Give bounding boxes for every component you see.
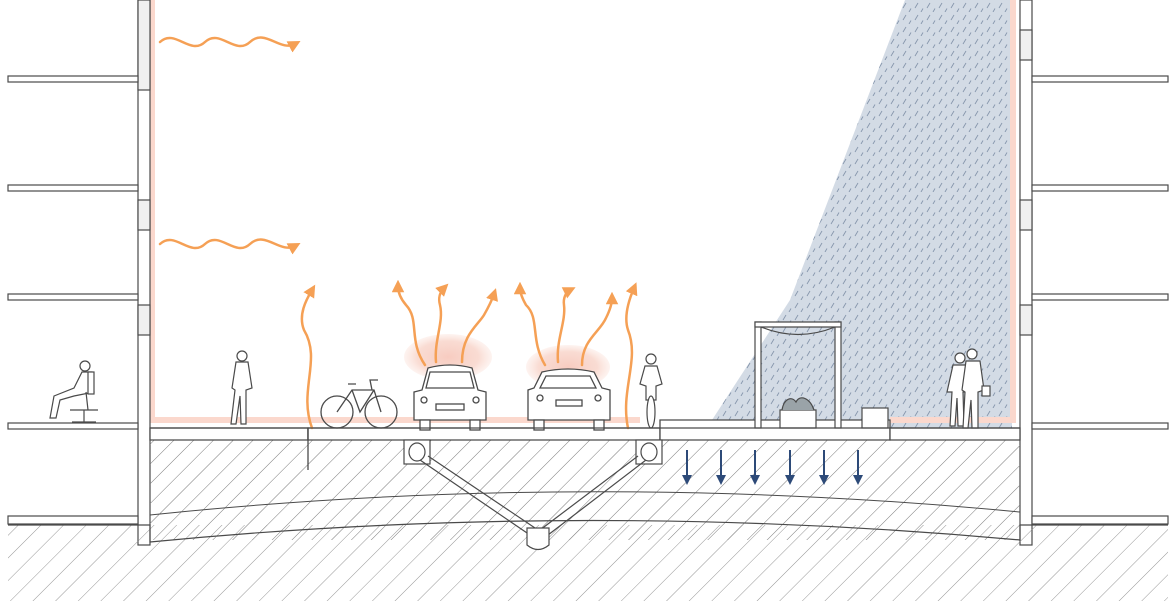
soil-section [8, 430, 1168, 601]
car-icon [413, 364, 487, 431]
planter-icon [779, 397, 817, 429]
seated-person-icon [49, 360, 98, 423]
drainage-pipe-icon [403, 439, 663, 551]
infiltration-arrow-icon [682, 450, 863, 485]
couple-walking-icon [946, 348, 991, 429]
heat-wave-arrow-icon [158, 36, 301, 255]
pedestrian-icon [230, 350, 253, 425]
building-left-icon [7, 0, 151, 546]
cyclist-icon [639, 353, 663, 429]
rising-heat-arrows [300, 279, 638, 430]
car-icon [527, 368, 611, 431]
shade-area [712, 0, 1012, 428]
bench-icon [861, 407, 889, 429]
building-right-icon [1019, 0, 1169, 546]
